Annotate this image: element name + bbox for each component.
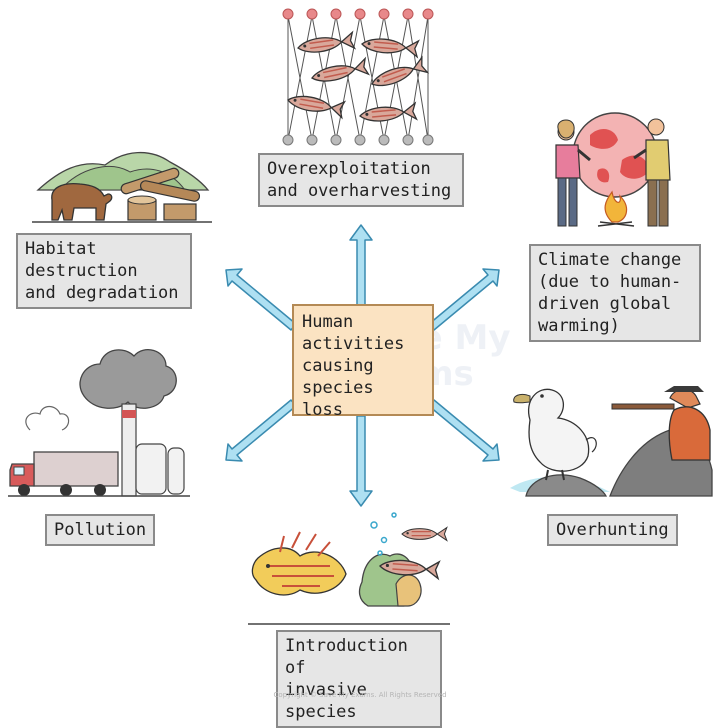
diagram-illustrations bbox=[8, 8, 713, 625]
pollution-illustration bbox=[8, 349, 190, 497]
overhunting-illustration bbox=[510, 386, 713, 497]
arrow-lower-right bbox=[428, 399, 500, 462]
label-pollution: Pollution bbox=[45, 514, 156, 546]
habitat-illustration bbox=[32, 151, 212, 223]
center-box: Human activities causing species loss bbox=[292, 304, 434, 420]
label-overexploitation: Overexploitation and overharvesting bbox=[258, 153, 464, 207]
arrow-upper-left bbox=[225, 268, 297, 331]
climate-illustration bbox=[555, 112, 671, 227]
arrow-lower-left bbox=[225, 399, 297, 462]
label-invasive: Introduction of invasive species bbox=[276, 630, 442, 728]
arrow-up bbox=[349, 224, 373, 306]
label-overhunting: Overhunting bbox=[547, 514, 678, 546]
arrow-down bbox=[349, 415, 373, 507]
label-habitat: Habitat destruction and degradation bbox=[16, 233, 192, 309]
arrow-upper-right bbox=[428, 268, 500, 331]
copyright-footer: Copyright © Save My Exams. All Rights Re… bbox=[273, 691, 447, 699]
label-climate: Climate change (due to human- driven glo… bbox=[529, 244, 701, 342]
invasive-illustration bbox=[248, 512, 450, 625]
fishing-net-illustration bbox=[282, 8, 434, 146]
